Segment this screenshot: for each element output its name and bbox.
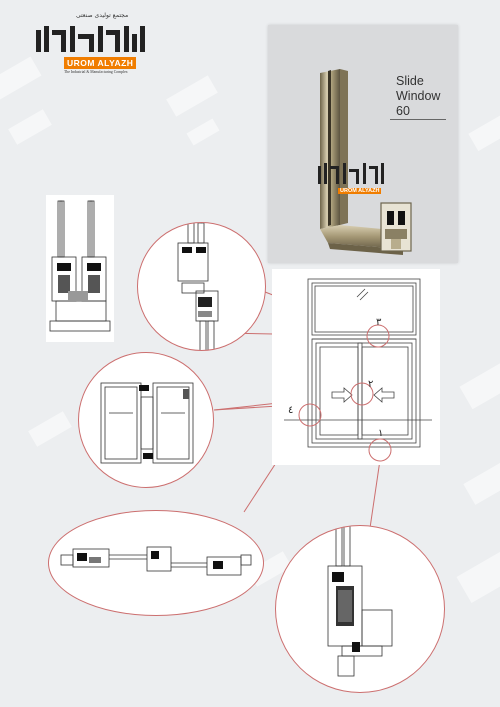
background-shape bbox=[456, 547, 500, 603]
background-shape bbox=[166, 75, 218, 117]
section-drawing bbox=[49, 200, 111, 332]
background-shape bbox=[8, 109, 52, 145]
background-shape bbox=[186, 118, 220, 146]
brand-logo: مجتمع تولیدی صنعتی UROM ALYAZH The Indus… bbox=[34, 12, 154, 82]
detail-circle-1 bbox=[275, 525, 445, 693]
background-shape bbox=[468, 108, 500, 152]
background-shape bbox=[459, 356, 500, 410]
detail-drawing-1 bbox=[327, 526, 393, 677]
background-shape bbox=[28, 411, 72, 447]
watermark-logo-mark bbox=[318, 163, 384, 184]
detail-drawing-3 bbox=[177, 223, 219, 350]
product-title-line1: Slide bbox=[396, 74, 424, 88]
product-photo-panel bbox=[268, 25, 458, 263]
brand-subtitle: The Industrial & Manufacturing Complex bbox=[64, 70, 128, 74]
title-underline bbox=[390, 119, 446, 120]
detail-circle-3 bbox=[137, 222, 266, 351]
section-detail-card bbox=[46, 195, 114, 342]
watermark-name-en: UROM ALYAZH bbox=[338, 188, 382, 194]
detail-circle-2 bbox=[78, 352, 214, 488]
marker-1: ۱ bbox=[378, 428, 383, 439]
marker-2: ۲ bbox=[368, 379, 373, 390]
window-profile-photo bbox=[320, 69, 412, 255]
window-elevation-card: ۳ ۲ ٤ ۱ bbox=[272, 269, 440, 465]
brand-tagline: مجتمع تولیدی صنعتی bbox=[76, 12, 129, 19]
detail-drawing-4 bbox=[60, 546, 252, 576]
product-title-line2: Window bbox=[396, 88, 441, 103]
detail-drawing-2 bbox=[100, 382, 194, 464]
marker-4: ٤ bbox=[288, 405, 293, 416]
marker-3: ۳ bbox=[376, 317, 382, 328]
product-title: Slide Window 60 bbox=[396, 74, 456, 118]
detail-ellipse-4 bbox=[48, 510, 264, 616]
brand-name-en: UROM ALYAZH bbox=[64, 57, 137, 69]
window-elevation-drawing: ۳ ۲ ٤ ۱ bbox=[284, 278, 432, 462]
brand-logo-mark bbox=[36, 26, 145, 52]
background-shape bbox=[463, 459, 500, 505]
product-watermark-logo: UROM ALYAZH bbox=[316, 160, 386, 200]
product-title-line3: 60 bbox=[396, 103, 410, 118]
